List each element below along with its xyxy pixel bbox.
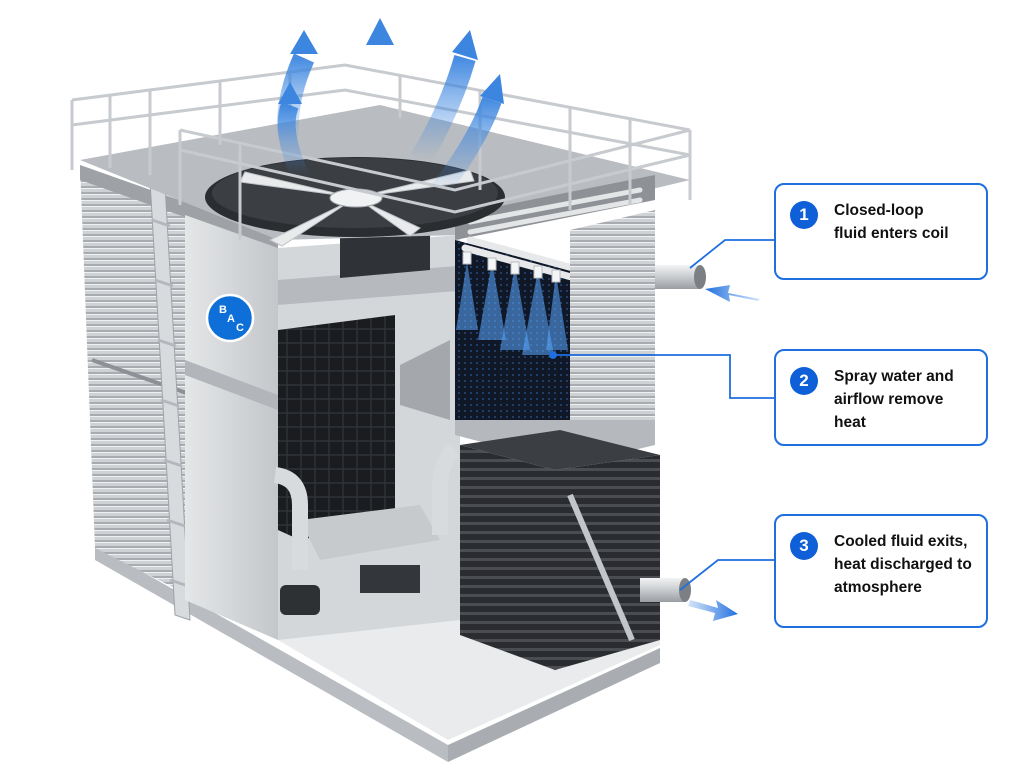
inlet-pipe [655,265,706,289]
airflow-arrows [276,18,504,197]
leader-lines [549,239,774,591]
brand-logo: B A C [205,293,255,343]
callout-3-badge: 3 [790,532,818,560]
brand-logo-text-c: C [236,322,244,334]
callout-3-line-3: atmosphere [834,579,922,596]
callout-3-text: Cooled fluid exits, heat discharged to a… [834,530,972,599]
brand-logo-text-a: A [227,313,235,325]
spray-section [455,236,584,460]
front-left-panel [185,215,278,640]
callout-2-badge: 2 [790,367,818,395]
outlet-flow-arrow [688,600,738,621]
callout-1-text: Closed-loop fluid enters coil [834,199,949,245]
callout-2-line-2: airflow remove heat [834,391,944,431]
interior [273,220,470,640]
fan [205,157,505,247]
callout-1-line-1: Closed-loop [834,202,924,219]
callout-2-text: Spray water and airflow remove heat [834,365,972,434]
callout-3-line-1: Cooled fluid exits, [834,533,968,550]
callout-1: 1 Closed-loop fluid enters coil [774,183,988,280]
callout-3-line-2: heat discharged to [834,556,972,573]
callout-2-line-1: Spray water and [834,368,954,385]
outlet-pipe [640,578,691,602]
callout-2: 2 Spray water and airflow remove heat [774,349,988,446]
callout-3: 3 Cooled fluid exits, heat discharged to… [774,514,988,628]
brand-logo-text-b: B [219,304,227,316]
callout-1-badge: 1 [790,201,818,229]
handrail [70,63,692,240]
coil [460,430,660,670]
callout-1-line-2: fluid enters coil [834,225,949,242]
inlet-flow-arrow [705,285,760,302]
